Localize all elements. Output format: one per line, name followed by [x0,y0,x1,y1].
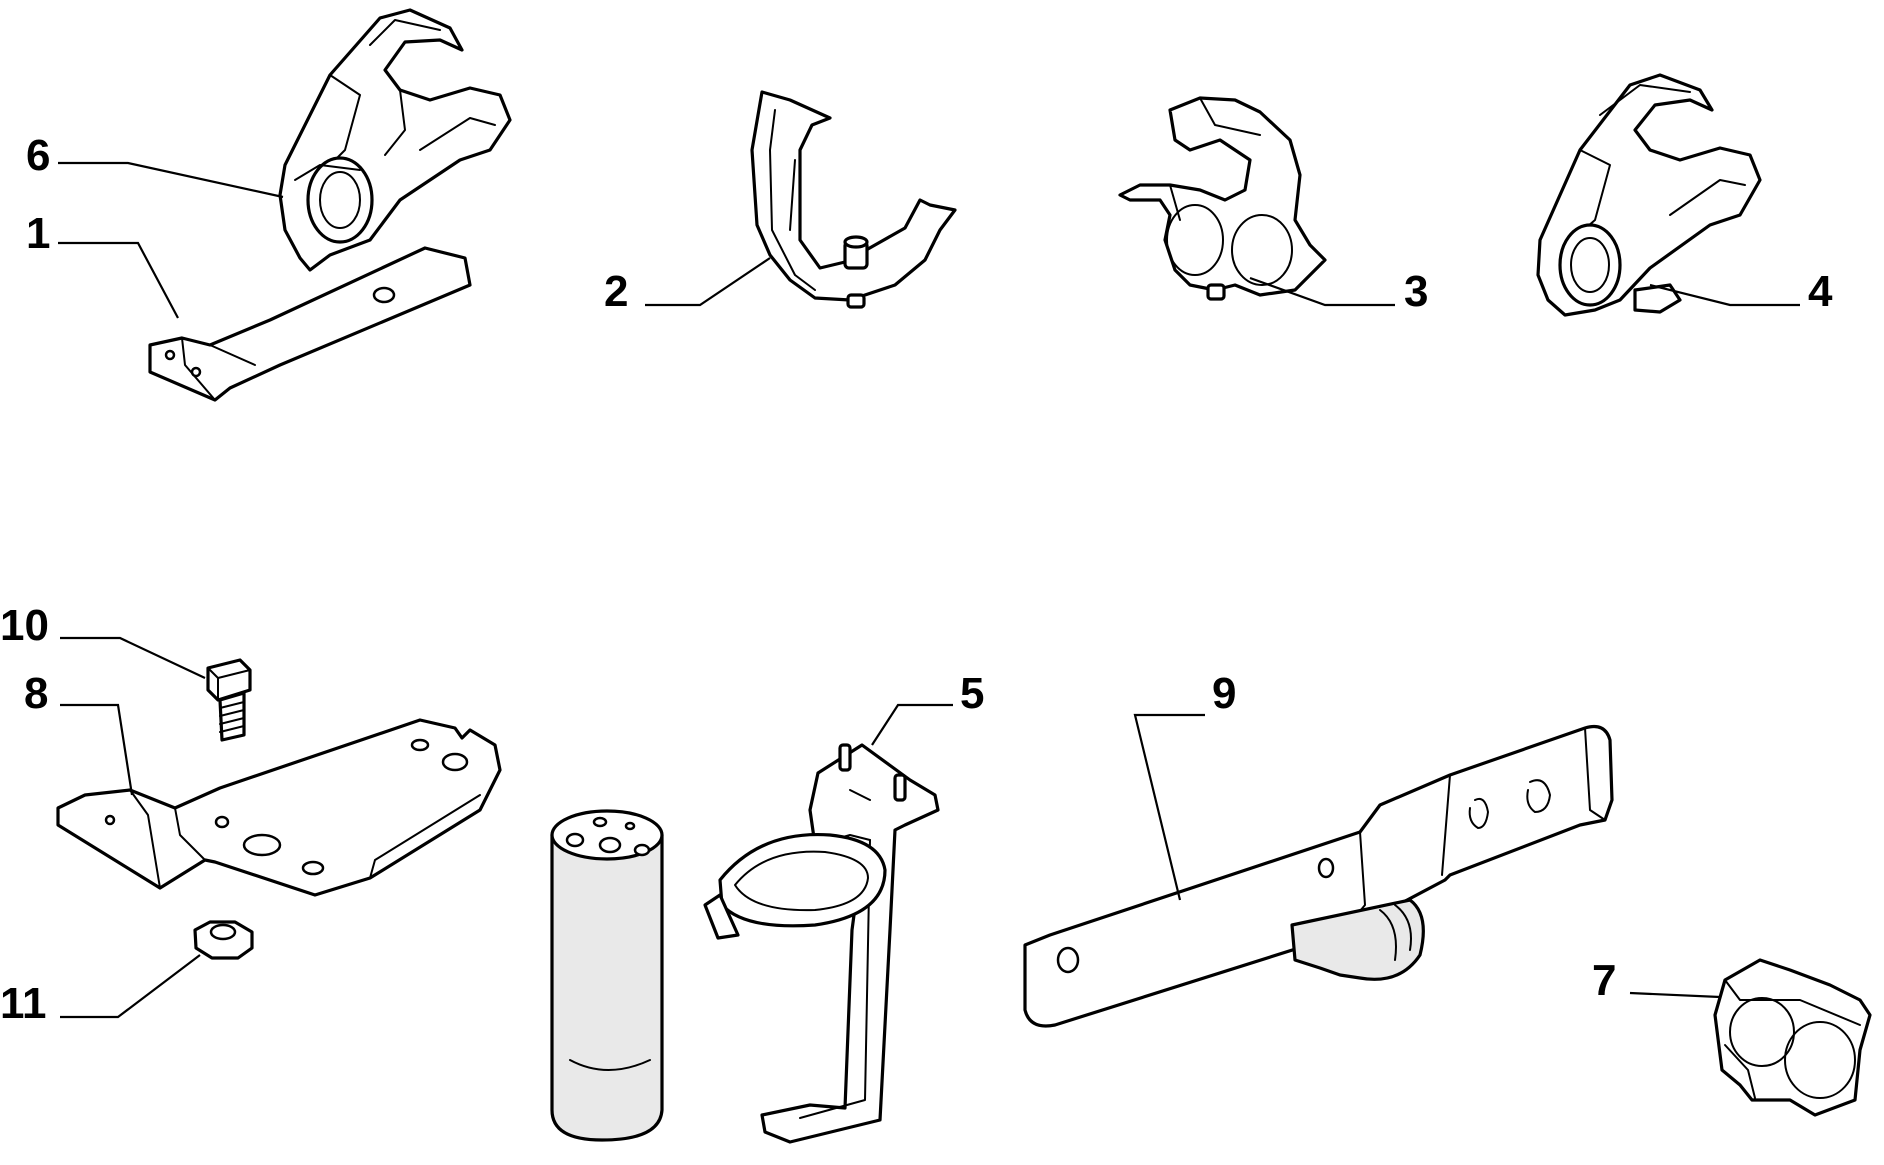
callout-4: 4 [1808,267,1833,316]
callout-labels: 6 1 2 3 4 10 8 5 9 11 7 [0,131,1833,1028]
callout-5: 5 [960,669,984,718]
callout-3: 3 [1404,267,1428,316]
callout-6: 6 [26,131,50,180]
part-1-flat-bracket [148,246,472,402]
receiver-drier-cylinder [550,809,664,1142]
part-10-bolt [206,658,252,742]
part-7-small-clip [1713,958,1872,1117]
part-11-nut [193,920,254,960]
callout-7: 7 [1592,956,1616,1005]
part-2-wire-bracket [750,90,957,309]
callout-2: 2 [604,267,628,316]
callout-1: 1 [26,209,50,258]
part-5-drier-bracket [703,743,940,1144]
callout-11: 11 [0,979,47,1028]
part-8-plate-bracket [56,718,502,897]
part-3-double-clip [1118,96,1327,301]
callout-8: 8 [24,669,48,718]
part-4-pipe-clip [1536,73,1762,317]
leader-lines [58,161,1800,1019]
callout-9: 9 [1212,669,1236,718]
callout-10: 10 [0,601,49,650]
part-6-pipe-clip [278,8,512,272]
part-9-arm-bracket [1023,724,1614,1028]
